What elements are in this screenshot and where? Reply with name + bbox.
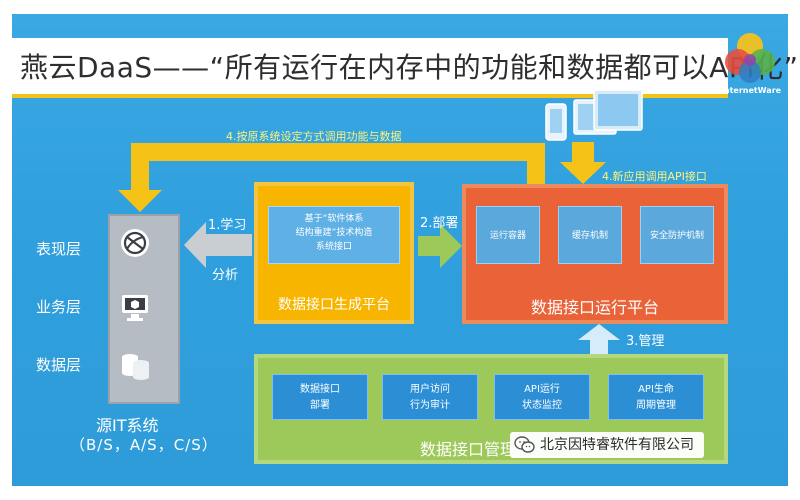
source-system-name: 源IT系统 [96, 416, 159, 435]
layer-data: 数据层 [36, 356, 82, 374]
monitor-icon [122, 295, 148, 321]
mgmt-item-lifecycle-line1: API生命 [638, 384, 674, 395]
step3-arrow [578, 324, 620, 354]
step2-arrow [418, 224, 462, 268]
internetware-logo: InternetWare [712, 28, 788, 100]
title-bar [12, 38, 728, 94]
mgmt-item-audit-line1: 用户访问 [410, 384, 450, 395]
gen-desc-line3: 系统接口 [315, 242, 352, 252]
layer-presentation: 表现层 [36, 240, 82, 258]
mgmt-item-monitor: API运行 状态监控 [494, 374, 590, 420]
wechat-icon [514, 436, 535, 453]
step4-right-arrow [560, 142, 606, 184]
layer-business: 业务层 [36, 298, 82, 316]
mgmt-item-audit-line2: 行为审计 [410, 400, 450, 411]
step2-label: 2.部署 [420, 216, 459, 231]
mgmt-item-deploy: 数据接口 部署 [272, 374, 368, 420]
step4-right-label: 4.新应用调用API接口 [602, 170, 707, 183]
step1-arrow [184, 222, 252, 268]
step3-label: 3.管理 [626, 334, 665, 349]
mgmt-item-lifecycle-line2: 周期管理 [636, 400, 676, 411]
step1-label-b: 分析 [212, 268, 239, 283]
gen-platform-desc: 基于“软件体系 结构重建”技术构造 系统接口 [268, 206, 400, 264]
mgmt-item-deploy-line1: 数据接口 [300, 384, 340, 395]
mgmt-platform-label: 数据接口管理平 [420, 440, 533, 459]
mgmt-item-deploy-line2: 部署 [310, 400, 330, 411]
title-underline [12, 94, 728, 98]
logo-circles-icon [725, 33, 775, 83]
step4-top-label: 4.按原系统设定方式调用功能与数据 [226, 130, 402, 143]
step1-label-a: 1.学习 [208, 218, 247, 233]
run-platform-label: 数据接口运行平台 [530, 298, 659, 317]
gen-desc-line2: 结构重建”技术构造 [295, 228, 373, 238]
globe-icon [121, 229, 149, 257]
run-item-container: 运行容器 [476, 206, 540, 264]
database-icon [122, 354, 149, 380]
source-system-sub: （B/S，A/S，C/S） [70, 436, 218, 454]
run-item-security: 安全防护机制 [640, 206, 714, 264]
mgmt-item-lifecycle: API生命 周期管理 [608, 374, 704, 420]
logo-text: InternetWare [720, 86, 782, 95]
step4-top-arrow [118, 143, 545, 212]
page-title: 燕云DaaS——“所有运行在内存中的功能和数据都可以API化” [20, 51, 799, 84]
devices-icon [545, 89, 643, 141]
mgmt-item-monitor-line1: API运行 [524, 384, 560, 395]
run-item-cache: 缓存机制 [558, 206, 622, 264]
company-watermark: 北京因特睿软件有限公司 [510, 432, 704, 458]
gen-desc-line1: 基于“软件体系 [304, 214, 364, 224]
gen-platform-label: 数据接口生成平台 [278, 297, 390, 313]
mgmt-item-monitor-line2: 状态监控 [522, 400, 562, 411]
mgmt-item-audit: 用户访问 行为审计 [382, 374, 478, 420]
